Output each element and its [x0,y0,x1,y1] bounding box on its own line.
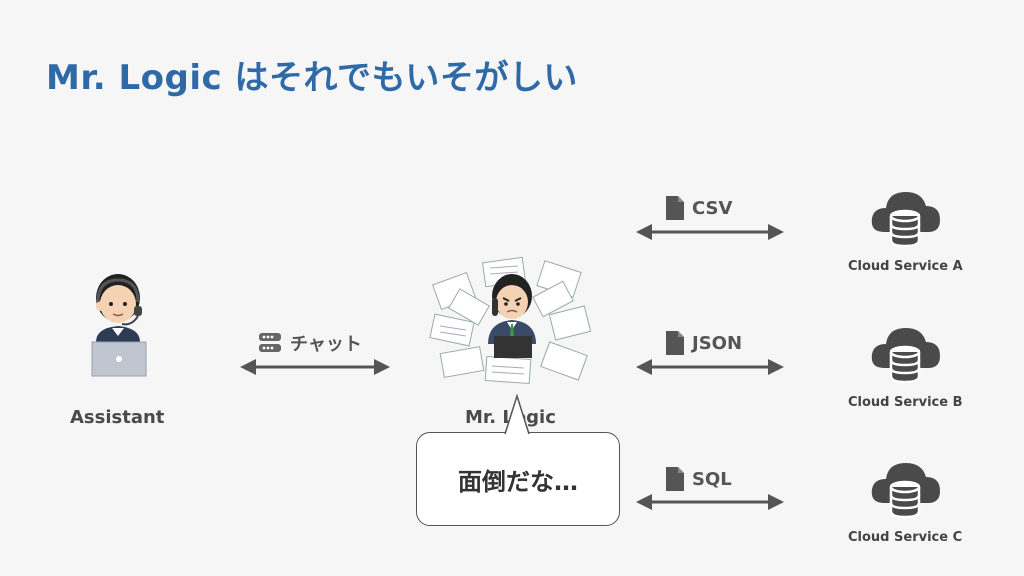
speech-bubble-tail [504,393,530,436]
csv-arrow [636,224,784,240]
sql-arrow [636,494,784,510]
document-icon [666,331,684,355]
cloud-service-b-label: Cloud Service B [848,395,963,410]
assistant-person-icon [91,274,147,377]
chat-label: チャット [290,334,362,355]
document-icon [666,196,684,220]
json-arrow [636,359,784,375]
chat-arrow [240,359,390,375]
cloud-service-a-label: Cloud Service A [848,259,963,274]
busy-person-papers-icon [429,256,592,385]
sql-label: SQL [692,468,732,490]
chat-edge-label: チャット [258,330,362,356]
document-icon [666,467,684,491]
cloud-database-icon [871,328,940,384]
cloud-service-c-label: Cloud Service C [848,530,963,545]
cloud-database-icon [871,463,940,519]
sql-edge-label: SQL [666,467,732,491]
json-edge-label: JSON [666,331,742,355]
assistant-label: Assistant [70,407,165,428]
cloud-database-icon [871,192,940,248]
csv-label: CSV [692,197,733,219]
json-label: JSON [692,332,743,354]
speech-bubble: 面倒だな… [416,432,620,526]
csv-edge-label: CSV [666,196,732,220]
page-title: Mr. Logic はそれでもいそがしい [46,58,578,98]
chat-icon [259,333,281,352]
